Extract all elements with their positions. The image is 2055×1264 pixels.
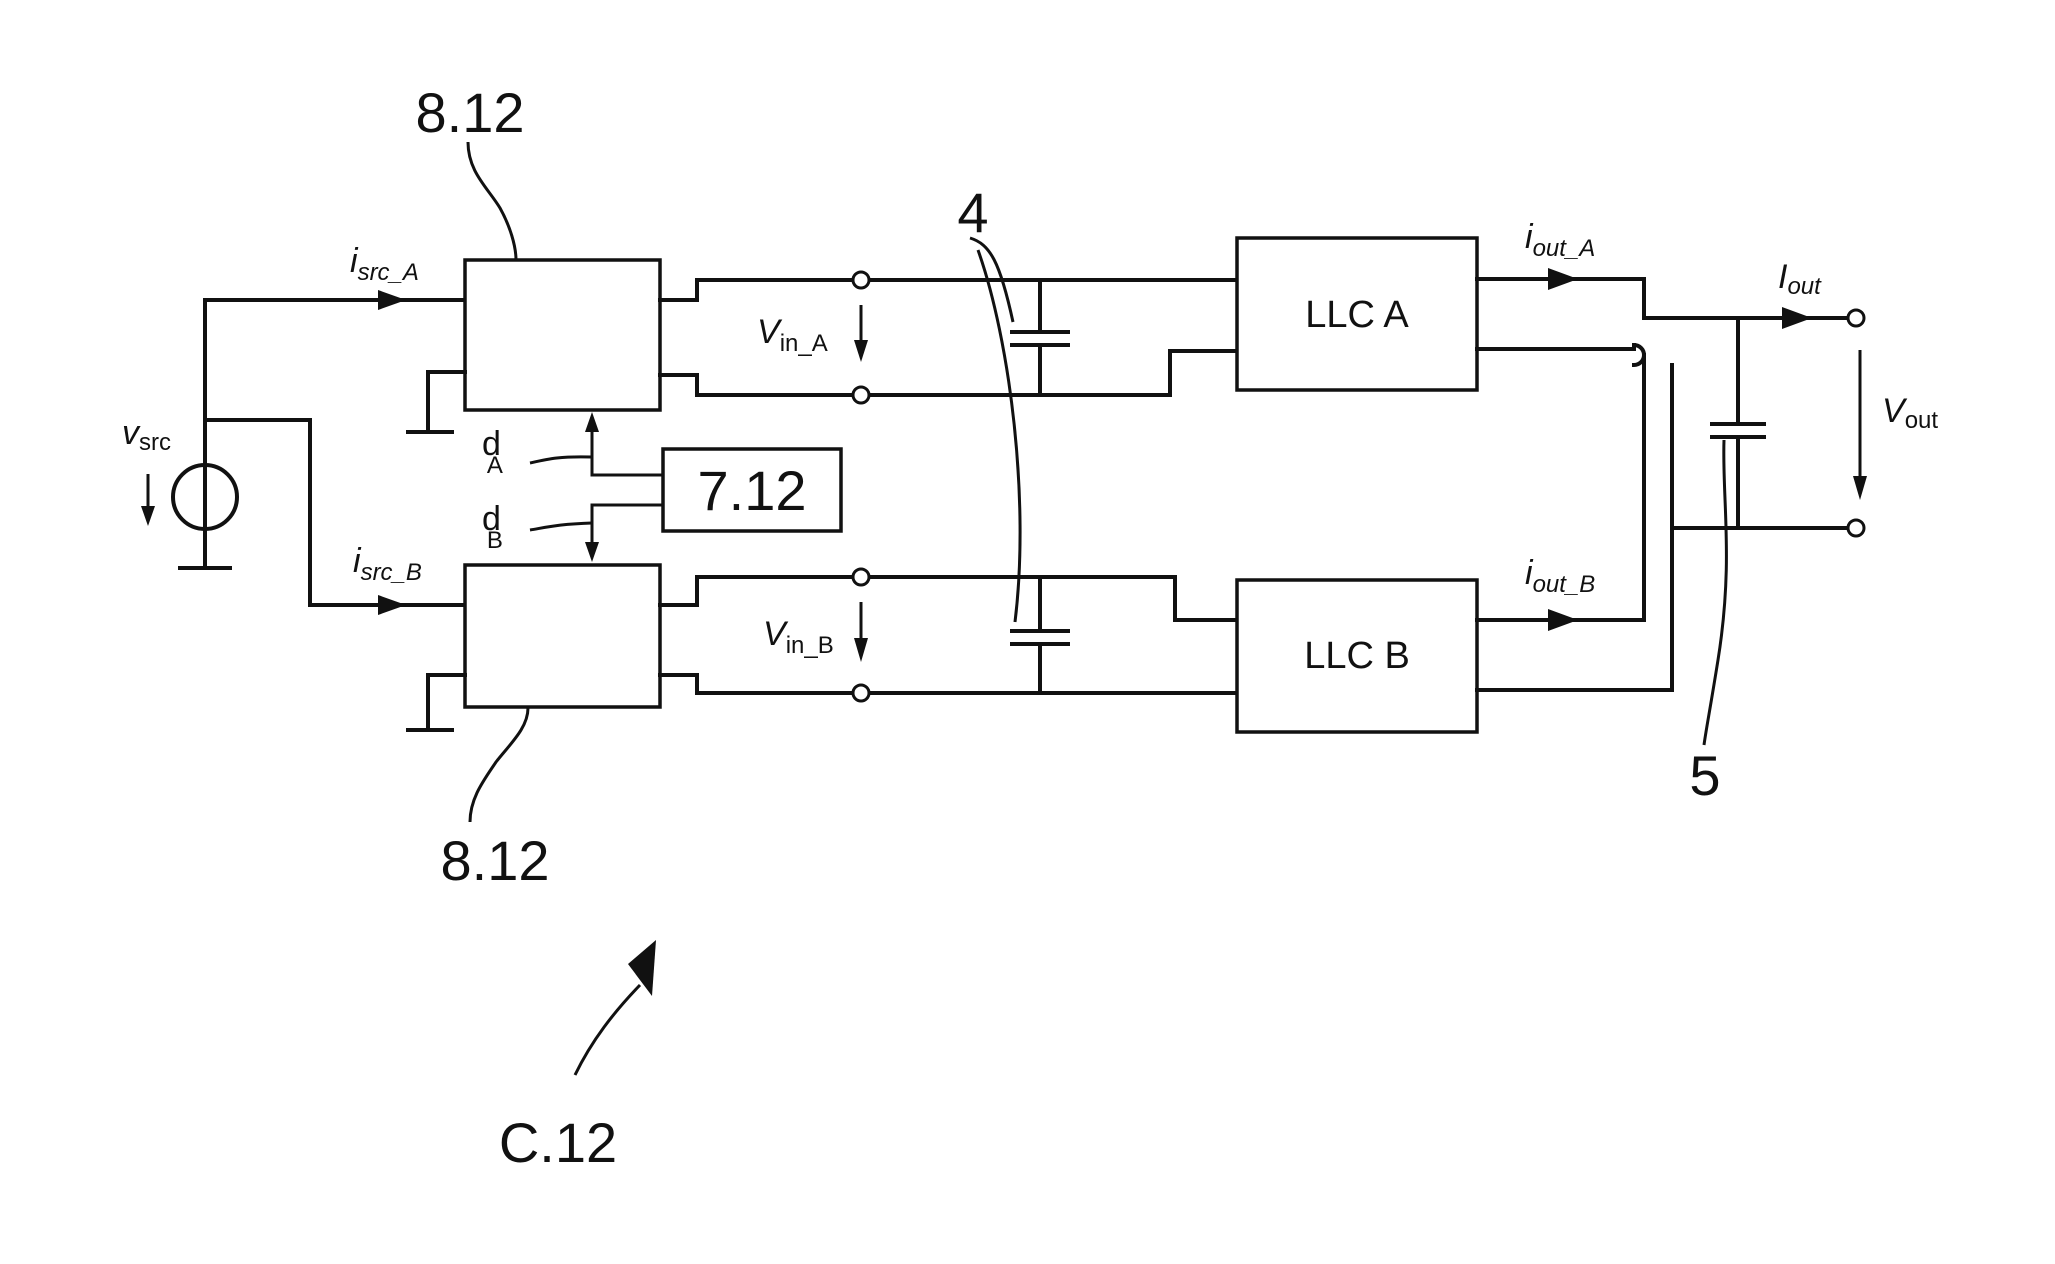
voltage-source-symbol (173, 465, 237, 530)
input-stage-b-block (465, 565, 660, 707)
i-out-label: Iout (1778, 258, 1822, 300)
i-src-a-arrow (378, 290, 406, 310)
i-out-a-arrow (1548, 268, 1578, 290)
v-in-b-arrow (854, 602, 868, 662)
leader-output-capacitor (1704, 440, 1726, 745)
v-out-label: Vout (1882, 392, 1938, 434)
i-out-arrow (1782, 307, 1812, 329)
bus-b-wiring (660, 577, 1237, 693)
d-a-label: dA (482, 425, 503, 479)
i-src-b-label: isrc_B (353, 542, 422, 586)
bus-b-terminal-bottom (853, 685, 869, 701)
i-src-b-arrow (378, 595, 406, 615)
i-out-b-label: iout_B (1525, 554, 1595, 598)
llc-b-label: LLC B (1304, 635, 1410, 677)
ref-converter: C.12 (499, 1111, 617, 1174)
leader-input-stage-top (468, 142, 516, 260)
converter-pointer-line (575, 985, 640, 1075)
ref-input-stage-top: 8.12 (416, 81, 525, 144)
v-src-label: vsrc (122, 414, 171, 456)
v-in-a-label: Vin_A (757, 313, 828, 357)
bus-a-terminal-bottom (853, 387, 869, 403)
duty-signal-wiring (530, 412, 663, 562)
leader-input-capacitors (970, 238, 1020, 622)
ref-controller: 7.12 (698, 459, 807, 522)
leader-input-stage-bottom (470, 708, 528, 822)
ref-input-capacitors: 4 (957, 181, 988, 244)
converter-pointer-head (628, 940, 656, 996)
v-in-a-arrow (854, 305, 868, 362)
ref-output-capacitor: 5 (1689, 744, 1720, 807)
v-src-arrow (141, 474, 155, 526)
v-out-arrow (1853, 350, 1867, 500)
output-wiring (1477, 279, 1850, 690)
llc-a-label: LLC A (1305, 294, 1409, 336)
bus-a-wiring (660, 280, 1237, 395)
input-stage-a-block (465, 260, 660, 410)
output-terminal-bottom (1848, 520, 1864, 536)
bus-b-terminal-top (853, 569, 869, 585)
i-out-b-arrow (1548, 609, 1578, 631)
i-out-a-label: iout_A (1525, 218, 1595, 262)
source-wiring (180, 300, 465, 605)
v-in-b-label: Vin_B (763, 615, 834, 659)
d-b-label: dB (482, 500, 503, 554)
bus-a-terminal-top (853, 272, 869, 288)
ref-input-stage-bottom: 8.12 (441, 829, 550, 892)
i-src-a-label: isrc_A (350, 242, 419, 286)
input-stage-grounds (408, 372, 465, 730)
output-terminal-top (1848, 310, 1864, 326)
